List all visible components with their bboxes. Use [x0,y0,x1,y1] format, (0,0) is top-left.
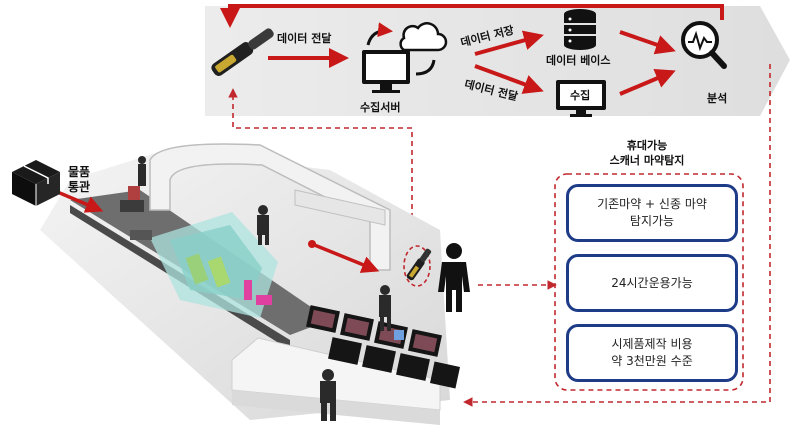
label-collect-server: 수집서버 [360,101,401,114]
feature-1-line2: 탐지가능 [629,214,675,228]
magnifier-icon [681,21,727,69]
person-icon [438,243,470,312]
monitor-icon [556,80,606,117]
inspection-scene [40,143,461,425]
label-collect: 수집 [570,89,591,102]
arrow-server-to-db [474,30,544,56]
collect-server-icon [362,22,448,93]
dashed-analysis-loop [463,64,771,407]
panel-title-line1: 휴대가능 [626,139,668,152]
package-icon [12,160,60,206]
label-data-transfer-1: 데이터 전달 [277,32,332,45]
feature-1-line1: 기존마약 + 신종 마약 [597,197,707,211]
feature-box-cost: 시제품제작 비용 약 3천만원 수준 [566,324,738,382]
goods-line2: 통관 [68,180,91,194]
panel-title-line2: 스캐너 마약탐지 [609,154,685,167]
label-analysis: 분석 [707,92,728,105]
database-icon [564,9,596,50]
goods-customs-label: 물품 통관 [68,165,90,195]
goods-line1: 물품 [68,165,91,179]
arrow-server-to-monitor [474,64,544,94]
handheld-scanner-circle-icon [403,245,432,287]
panel-title: 휴대가능 스캐너 마약탐지 [592,138,702,168]
feature-2-line1: 24시간운용가능 [611,275,693,290]
flow-banner [205,6,790,116]
feature-panel-border [554,173,744,391]
label-database: 데이터 베이스 [546,54,611,67]
arrow-monitor-to-analysis [619,69,676,96]
feedback-arrow [220,4,724,28]
feature-box-detection: 기존마약 + 신종 마약 탐지가능 [566,184,738,242]
handheld-scanner-icon [211,28,274,76]
feature-3-line2: 약 3천만원 수준 [611,354,693,368]
feature-3-line1: 시제품제작 비용 [611,337,693,351]
dashed-scanner-to-server [228,88,413,245]
arrow-db-to-analysis [619,30,676,55]
feature-box-24h: 24시간운용가능 [566,254,738,312]
